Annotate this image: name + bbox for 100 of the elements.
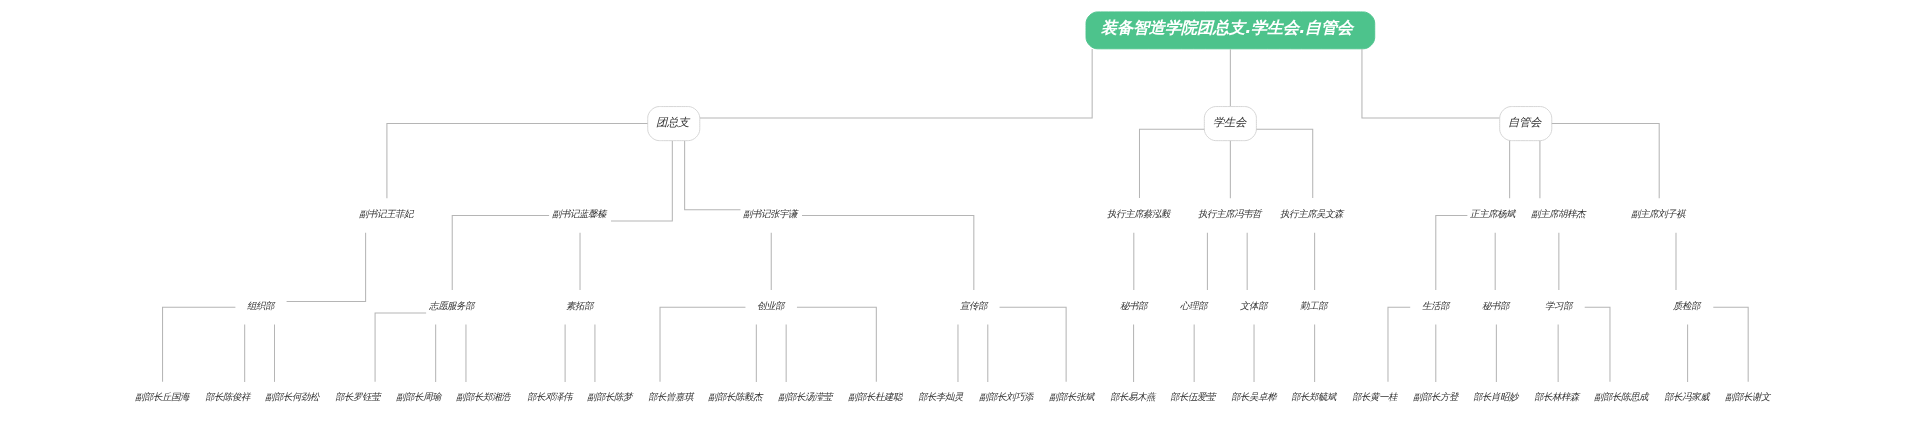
- connector: [286, 232, 367, 303]
- node-text: 副部长刘巧添: [979, 391, 1034, 403]
- connector: [1387, 306, 1411, 383]
- node-text: 正主席杨斌: [1470, 207, 1516, 219]
- node-box: 装备智造学院团总支.学生会.自管会: [1085, 11, 1376, 50]
- connector: [659, 306, 746, 383]
- connector: [957, 324, 959, 383]
- connector: [699, 48, 1093, 119]
- connector: [244, 324, 246, 383]
- node-text: 素拓部: [565, 299, 593, 311]
- node-text: 副部长陈梦: [587, 391, 633, 403]
- connector: [1133, 324, 1135, 383]
- node-text: 创业部: [757, 299, 785, 311]
- node-text: 副部长汤滢莹: [778, 391, 833, 403]
- connector: [1253, 324, 1255, 383]
- connector: [465, 324, 467, 383]
- node-text: 勤工部: [1300, 299, 1328, 311]
- connector: [386, 123, 649, 199]
- connector: [1584, 306, 1611, 383]
- node-text: 副部长郑湘浩: [456, 391, 511, 403]
- node-text: 组织部: [246, 299, 274, 311]
- connector: [1494, 232, 1496, 291]
- connector: [1495, 324, 1497, 383]
- node-text: 副书记蓝馨榛: [552, 207, 607, 219]
- node-text: 文体部: [1239, 299, 1267, 311]
- connector: [579, 232, 581, 291]
- node-text: 副主席刘子祺: [1631, 207, 1686, 219]
- node-text: 副书记王菲妃: [358, 207, 413, 219]
- connector: [1314, 232, 1316, 291]
- node-text: 副部长陈思成: [1594, 391, 1649, 403]
- connector: [1229, 48, 1231, 107]
- connector: [1557, 324, 1559, 383]
- connector: [1255, 128, 1314, 199]
- connector: [770, 232, 772, 291]
- connector: [564, 324, 566, 383]
- node-box: 团总支: [647, 106, 701, 142]
- node-text: 部长邓泽伟: [526, 391, 572, 403]
- node-text: 部长曾嘉琪: [647, 391, 693, 403]
- node-text: 部长郑毓斌: [1291, 391, 1337, 403]
- connector: [796, 306, 877, 383]
- node-text: 志愿服务部: [429, 299, 475, 311]
- connector: [1193, 324, 1195, 383]
- node-text: 部长黄一桂: [1352, 391, 1398, 403]
- connector: [273, 324, 275, 383]
- node-text: 副部长张斌: [1049, 391, 1095, 403]
- node-text: 副书记张宇谦: [743, 207, 798, 219]
- connector: [374, 312, 427, 383]
- node-text: 部长陈俊祥: [204, 391, 250, 403]
- node-box: 学生会: [1203, 106, 1257, 142]
- node-text: 部长李灿灵: [918, 391, 964, 403]
- node-text: 副部长谢文: [1724, 391, 1770, 403]
- node-text: 学习部: [1544, 299, 1572, 311]
- connector: [1361, 48, 1500, 119]
- connector: [1138, 128, 1205, 199]
- node-text: 部长吴卓桦: [1230, 391, 1276, 403]
- node-box: 自管会: [1499, 106, 1553, 142]
- node-text: 心理部: [1180, 299, 1208, 311]
- connector: [435, 324, 437, 383]
- node-text: 秘书部: [1482, 299, 1510, 311]
- node-text: 副部长方登: [1412, 391, 1458, 403]
- node-text: 质检部: [1673, 299, 1701, 311]
- node-text: 部长冯家威: [1664, 391, 1710, 403]
- connector: [610, 140, 673, 222]
- node-text: 部长罗钰莹: [335, 391, 381, 403]
- node-text: 部长易木燕: [1109, 391, 1155, 403]
- node-text: 秘书部: [1119, 299, 1147, 311]
- connector: [1229, 140, 1231, 199]
- connector: [1551, 123, 1660, 199]
- connector: [1206, 232, 1208, 291]
- connector: [1558, 232, 1560, 291]
- connector: [801, 214, 975, 291]
- connector: [755, 324, 757, 383]
- node-text: 部长伍爱莹: [1170, 391, 1216, 403]
- connector: [1712, 306, 1749, 383]
- connector: [1246, 232, 1248, 291]
- connector: [1687, 324, 1689, 383]
- connector: [162, 306, 236, 383]
- node-text: 副部长陈毅杰: [708, 391, 763, 403]
- node-text: 副部长何劲松: [265, 391, 320, 403]
- connector: [1539, 140, 1541, 199]
- node-text: 生活部: [1421, 299, 1449, 311]
- connector: [999, 306, 1067, 383]
- connector: [594, 324, 596, 383]
- connector: [1509, 140, 1511, 199]
- node-text: 副部长丘国海: [134, 391, 189, 403]
- node-text: 部长肖昭妙: [1473, 391, 1519, 403]
- node-text: 副部长周瑜: [395, 391, 441, 403]
- connector: [1435, 214, 1468, 291]
- connector: [785, 324, 787, 383]
- connector: [1314, 324, 1316, 383]
- connector: [1675, 232, 1677, 291]
- connector: [684, 140, 741, 211]
- node-text: 副部长杜建聪: [848, 391, 903, 403]
- node-text: 执行主席蔡泓毅: [1106, 207, 1170, 219]
- node-text: 宣传部: [959, 299, 987, 311]
- node-text: 副主席胡梓杰: [1530, 207, 1585, 219]
- connector: [1133, 232, 1135, 291]
- connector: [987, 324, 989, 383]
- connector: [451, 214, 550, 291]
- connector: [1435, 324, 1437, 383]
